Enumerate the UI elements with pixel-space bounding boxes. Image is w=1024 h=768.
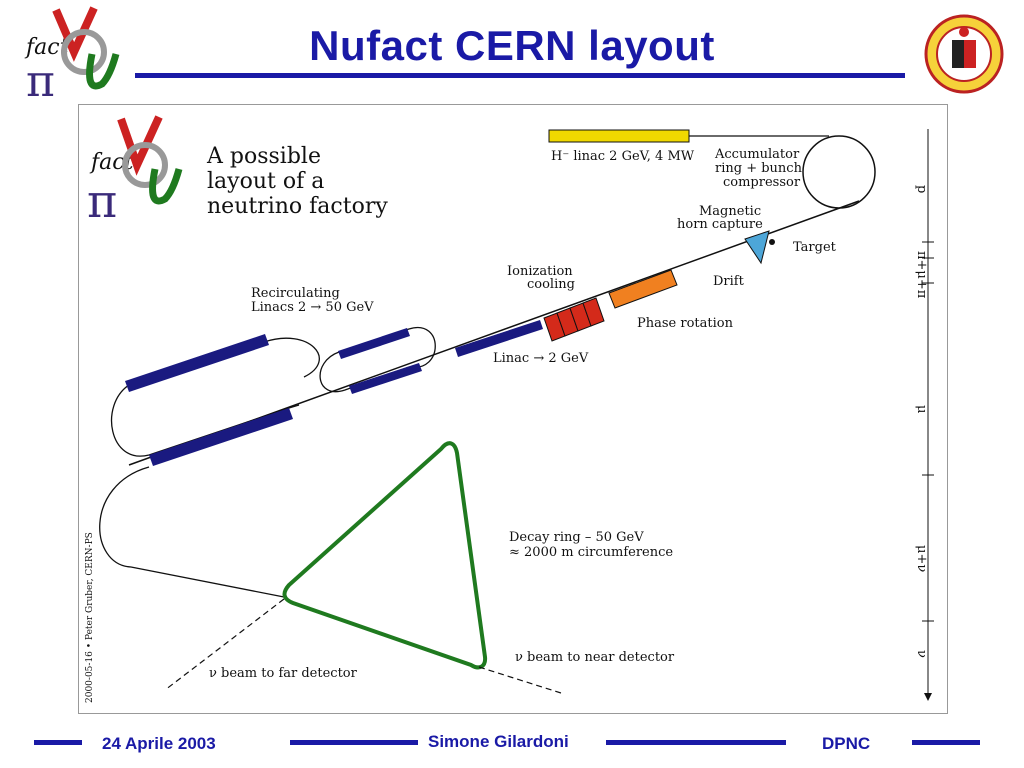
figure-frame: fact π A possible layout of a neutrino f…	[78, 104, 948, 714]
recirc-label-2: Linacs 2 → 50 GeV	[251, 300, 374, 315]
title-underline	[135, 73, 905, 78]
svg-text:π: π	[87, 174, 117, 228]
hminus-linac	[548, 129, 690, 143]
accumulator-label-3: compressor	[723, 175, 801, 190]
ionization-label-1: Ionization	[507, 264, 573, 279]
figure-heading-line3: neutrino factory	[207, 194, 388, 219]
magnetic-label-2: horn capture	[677, 217, 763, 232]
logo-fact-text: fact	[24, 35, 69, 60]
recirc-linac-small-2	[349, 363, 422, 394]
recirc-linac-small-1	[338, 328, 410, 359]
recirc-linac-large-1	[125, 334, 269, 392]
nufact-logo: fact π	[22, 4, 132, 107]
ionization-cooling-module	[543, 297, 605, 342]
figure-heading-line1: A possible	[206, 144, 321, 169]
phase-label: Phase rotation	[637, 316, 734, 331]
linac2-label: Linac → 2 GeV	[493, 351, 589, 366]
stage-label-mu: μ	[914, 405, 929, 413]
target-label: Target	[793, 240, 837, 255]
large-recirc-loop-left	[110, 384, 300, 457]
footer-date: 24 Aprile 2003	[102, 734, 216, 753]
footer-rule-1	[34, 740, 82, 745]
decay-label-2: ≈ 2000 m circumference	[509, 545, 673, 560]
neutrino-factory-diagram: fact π A possible layout of a neutrino f…	[85, 115, 934, 703]
footer-rule-4	[912, 740, 980, 745]
phase-rotation-module	[608, 269, 678, 309]
ionization-label-2: cooling	[527, 277, 575, 292]
large-recirc-loop-top	[138, 337, 320, 383]
recirc-linac-large-2	[149, 408, 293, 466]
decay-ring	[282, 441, 488, 670]
magnetic-horn	[744, 230, 770, 265]
recirc-label-1: Recirculating	[251, 286, 340, 301]
footer-rule-3	[606, 740, 786, 745]
credit-text: 2000-05-16 • Peter Gruber, CERN-PS	[85, 532, 95, 703]
accumulator-label-1: Accumulator	[714, 147, 800, 162]
figure-heading-line2: layout of a	[207, 169, 324, 194]
far-beam-line	[164, 598, 285, 691]
svg-text:π: π	[26, 56, 55, 104]
footer-rule-2	[290, 740, 418, 745]
stage-label-pi-mu: π+μ+π	[914, 251, 929, 299]
page-title: Nufact CERN layout	[309, 22, 715, 69]
magnetic-label-1: Magnetic	[699, 204, 761, 219]
far-beam-label: ν beam to far detector	[209, 666, 358, 681]
figure-logo-icon: fact π	[87, 115, 183, 228]
footer-author: Simone Gilardoni	[428, 732, 569, 751]
transfer-line	[99, 466, 285, 598]
linac-2gev	[455, 320, 543, 357]
drift-label: Drift	[713, 274, 745, 289]
accumulator-label-2: ring + bunch	[715, 161, 803, 176]
decay-label-1: Decay ring – 50 GeV	[509, 530, 644, 545]
footer-org: DPNC	[822, 734, 871, 753]
stage-label-p: p	[914, 185, 929, 193]
near-beam-line	[478, 666, 562, 694]
accumulator-ring	[802, 135, 876, 209]
stage-label-nu: ν	[914, 650, 929, 658]
near-beam-label: ν beam to near detector	[515, 650, 675, 665]
stage-axis-arrow	[924, 693, 932, 701]
university-seal-icon	[922, 12, 1006, 96]
target-dot	[769, 239, 775, 245]
hminus-label: H⁻ linac 2 GeV, 4 MW	[551, 149, 695, 164]
stage-label-mu-nu: μ+ν	[914, 545, 929, 572]
